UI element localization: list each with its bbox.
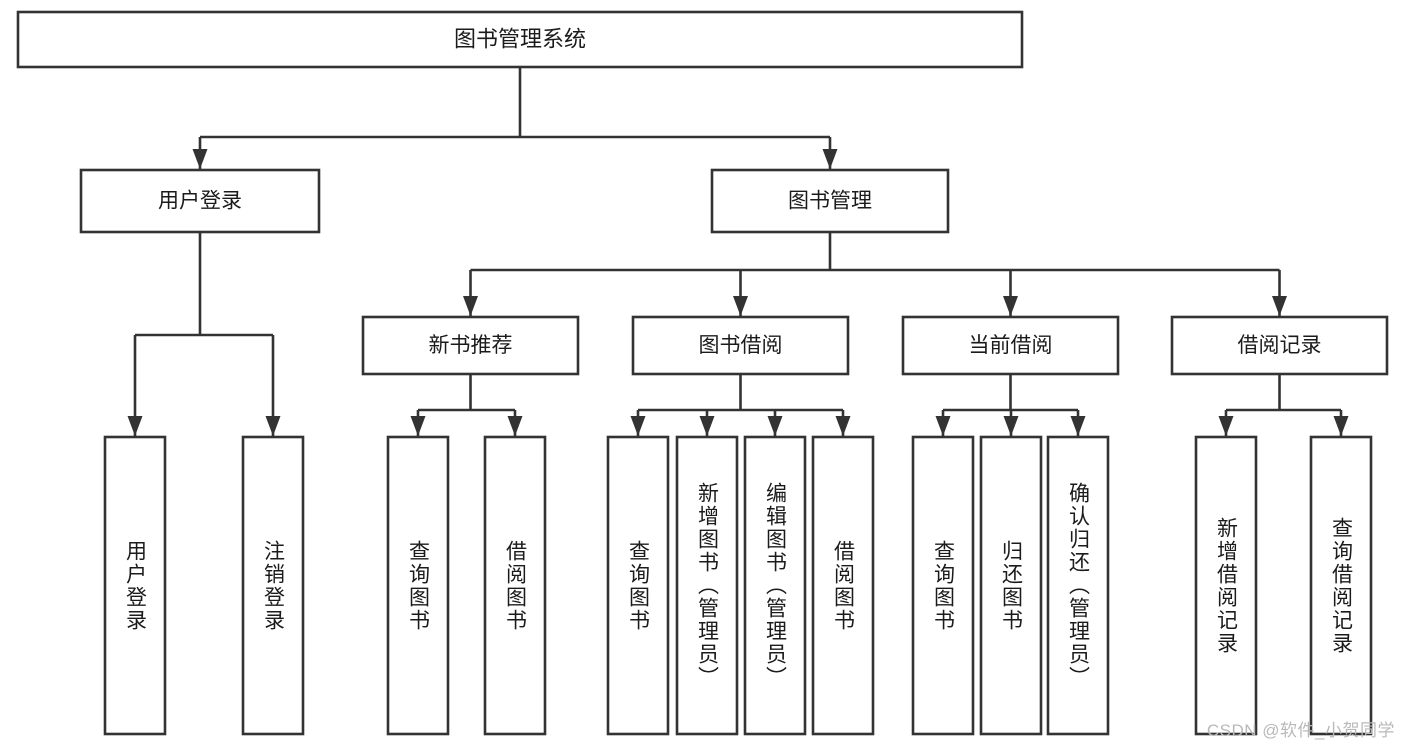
arrow-head-icon [192,149,208,169]
node-level2-0[interactable] [79,168,321,234]
arrow-head-icon [733,296,748,316]
watermark-text: CSDN @软件_小贺同学 [1206,721,1395,740]
arrow-head-icon [1272,296,1287,316]
node-level3-label-3: 借阅记录 [1238,334,1322,357]
node-leaf-0[interactable] [103,435,167,736]
node-level2-1[interactable] [710,168,950,234]
node-leaf-8[interactable] [911,435,975,736]
node-level3-label-2: 当前借阅 [969,334,1053,357]
arrow-head-icon [507,416,523,436]
node-root[interactable] [16,10,1024,69]
node-leaf-11[interactable] [1194,435,1258,736]
arrow-head-icon [410,416,426,436]
node-level2-label-1: 图书管理 [788,190,872,213]
node-level3-2[interactable] [901,315,1120,376]
arrow-head-icon [463,296,478,316]
arrow-head-icon [1333,416,1349,436]
node-leaf-12[interactable] [1309,435,1373,736]
arrow-head-icon [835,416,851,436]
arrow-head-icon [767,416,783,436]
node-leaf-7[interactable] [811,435,875,736]
node-root-label: 图书管理系统 [454,26,586,51]
node-leaf-9[interactable] [979,435,1043,736]
arrow-head-icon [935,416,951,436]
arrow-head-icon [265,416,281,436]
node-level3-label-0: 新书推荐 [429,334,513,357]
arrow-head-icon [822,149,838,169]
connector-layer [127,67,1349,436]
arrow-head-icon [1070,416,1086,436]
arrow-head-icon [630,416,646,436]
arrow-head-icon [1003,416,1019,436]
node-leaf-6[interactable] [743,435,807,736]
node-leaf-1[interactable] [241,435,305,736]
node-leaf-3[interactable] [483,435,547,736]
arrow-head-icon [1003,296,1018,316]
arrow-head-icon [127,416,143,436]
node-leaf-10[interactable] [1046,435,1110,736]
node-level3-label-1: 图书借阅 [699,334,783,357]
node-level3-3[interactable] [1170,315,1389,376]
node-leaf-2[interactable] [386,435,450,736]
arrow-head-icon [1218,416,1234,436]
node-level3-0[interactable] [361,315,580,376]
node-leaf-5[interactable] [675,435,739,736]
arrow-head-icon [699,416,715,436]
node-level3-1[interactable] [631,315,850,376]
node-leaf-4[interactable] [606,435,670,736]
node-level2-label-0: 用户登录 [158,190,242,213]
